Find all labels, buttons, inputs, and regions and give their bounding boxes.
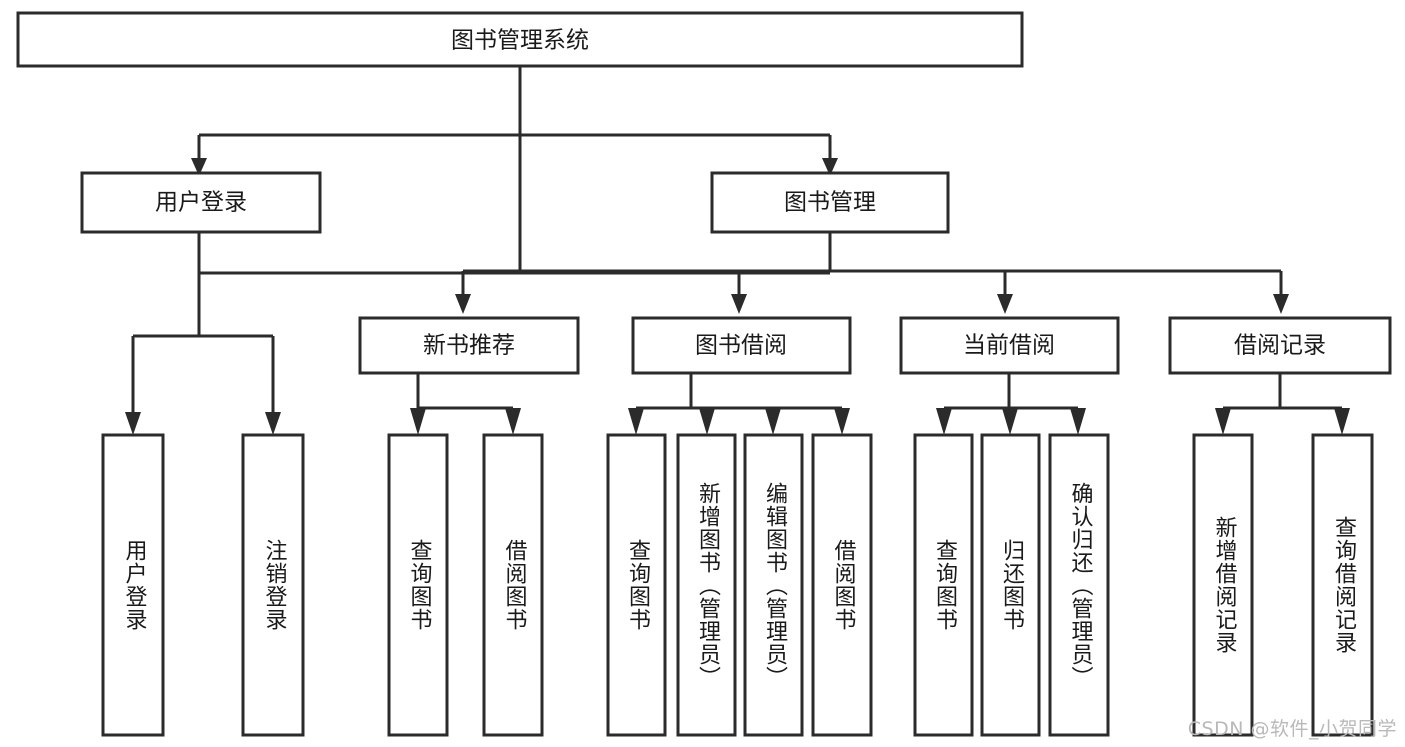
leaf-box-borrow-record-2[interactable] [1311, 433, 1374, 737]
arrow-to-leaf-b3 [765, 408, 781, 435]
arrow-to-leaf-n2 [505, 408, 521, 435]
node-new-book-recommend[interactable]: 新书推荐 [358, 316, 580, 375]
arrow-to-user-login [191, 158, 207, 176]
leaf-box-borrow-record-1[interactable] [1192, 433, 1254, 737]
arrow-to-leaf-u1 [125, 412, 141, 435]
node-user-login[interactable]: 用户登录 [80, 171, 322, 234]
node-new-book-recommend-box[interactable] [358, 316, 580, 375]
node-book-manage-label: 图书管理 [784, 190, 876, 216]
leaf-box-user-login-1[interactable] [101, 433, 165, 737]
node-new-book-recommend-label: 新书推荐 [423, 333, 515, 359]
arrow-to-leaf-c3 [1070, 408, 1086, 435]
leaf-box-group [101, 433, 1374, 737]
node-borrow-record-label: 借阅记录 [1234, 333, 1326, 359]
leaf-box-book-borrow-3[interactable] [743, 433, 804, 737]
node-user-login-box[interactable] [80, 171, 322, 234]
node-root-box[interactable] [16, 11, 1024, 68]
arrow-to-book-manage [822, 158, 838, 176]
arrow-to-leaf-r2 [1334, 408, 1350, 435]
leaf-box-book-borrow-2[interactable] [676, 433, 737, 737]
leaf-box-current-borrow-3[interactable] [1048, 433, 1110, 737]
arrow-to-borrow-record [1273, 294, 1289, 314]
leaf-box-current-borrow-2[interactable] [980, 433, 1041, 737]
node-book-manage[interactable]: 图书管理 [710, 171, 950, 234]
node-current-borrow[interactable]: 当前借阅 [899, 316, 1120, 375]
node-current-borrow-box[interactable] [899, 316, 1120, 375]
node-borrow-record[interactable]: 借阅记录 [1168, 316, 1392, 375]
node-root[interactable]: 图书管理系统 [16, 11, 1024, 68]
arrow-to-leaf-b4 [834, 408, 850, 435]
node-current-borrow-label: 当前借阅 [963, 333, 1055, 359]
leaf-box-book-borrow-4[interactable] [811, 433, 873, 737]
arrow-to-leaf-n1 [410, 408, 426, 435]
arrow-to-leaf-b2 [699, 408, 715, 435]
node-user-login-label: 用户登录 [155, 190, 247, 216]
node-book-borrow-box[interactable] [631, 316, 852, 375]
arrow-to-leaf-b1 [628, 408, 644, 435]
connector-group [125, 66, 1350, 435]
node-book-manage-box[interactable] [710, 171, 950, 234]
watermark-text: CSDN @软件_小贺同学 [1187, 718, 1397, 740]
node-book-borrow[interactable]: 图书借阅 [631, 316, 852, 375]
arrow-to-leaf-u2 [265, 412, 281, 435]
arrow-to-leaf-r1 [1215, 408, 1231, 435]
node-root-label: 图书管理系统 [451, 28, 589, 54]
leaf-box-new-book-2[interactable] [482, 433, 544, 737]
arrow-to-book-borrow [731, 294, 747, 314]
arrow-to-new-book [455, 294, 471, 314]
leaf-box-user-login-2[interactable] [241, 433, 305, 737]
leaf-box-book-borrow-1[interactable] [606, 433, 667, 737]
leaf-box-new-book-1[interactable] [387, 433, 449, 737]
arrow-to-leaf-c2 [1002, 408, 1018, 435]
leaf-box-current-borrow-1[interactable] [913, 433, 974, 737]
node-book-borrow-label: 图书借阅 [695, 333, 787, 359]
arrow-to-leaf-c1 [936, 408, 952, 435]
node-borrow-record-box[interactable] [1168, 316, 1392, 375]
arrow-to-current-borrow [997, 294, 1013, 314]
